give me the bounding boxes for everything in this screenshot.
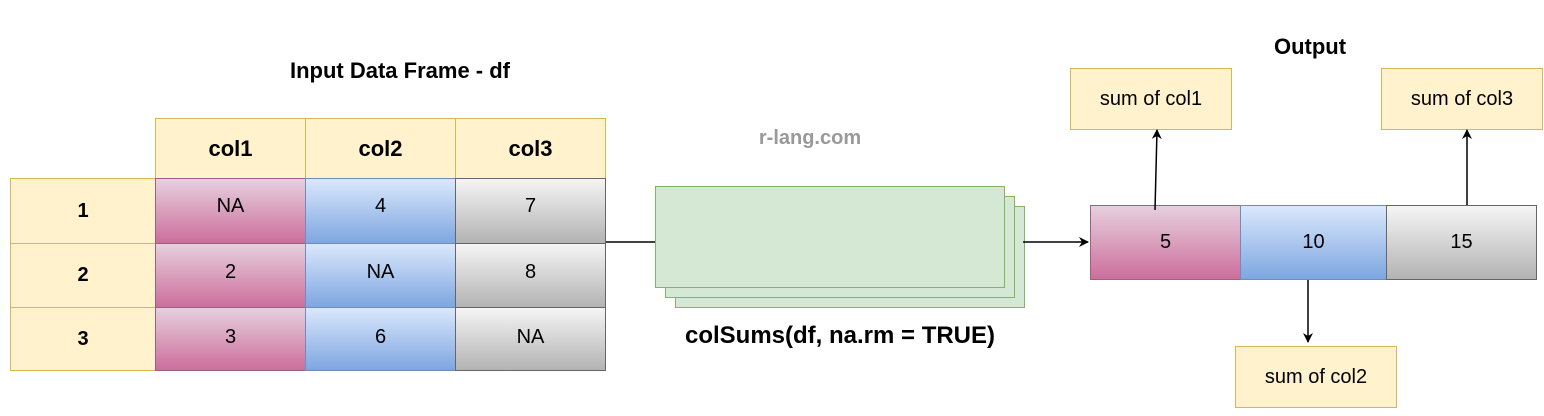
input-title: Input Data Frame - df [289,58,510,83]
note-sum-col2: sum of col2 [1235,346,1397,408]
cell-r3-col2: 6 [305,307,456,371]
output-value-col3: 15 [1386,205,1537,280]
output-value-col1: 5 [1090,205,1241,280]
output-value-col2: 10 [1240,205,1387,280]
output-title: Output [1273,34,1347,59]
function-label: colSums(df, na.rm = TRUE) [684,322,996,349]
cell-r2-col1: 2 [155,243,306,308]
note-sum-col1: sum of col1 [1070,68,1232,130]
watermark: r-lang.com [758,127,862,149]
cell-r1-col1: NA [155,178,306,244]
cell-r1-col3: 7 [455,178,606,244]
cell-r3-col1: 3 [155,307,306,371]
cell-r3-col3: NA [455,307,606,371]
arrow-to-note-col1 [1151,129,1162,211]
column-header-col2: col2 [305,118,456,179]
cell-r2-col3: 8 [455,243,606,308]
cell-r2-col2: NA [305,243,456,308]
row-header-3: 3 [10,307,156,371]
process-layer-front [655,186,1005,288]
note-sum-col3: sum of col3 [1381,68,1543,130]
